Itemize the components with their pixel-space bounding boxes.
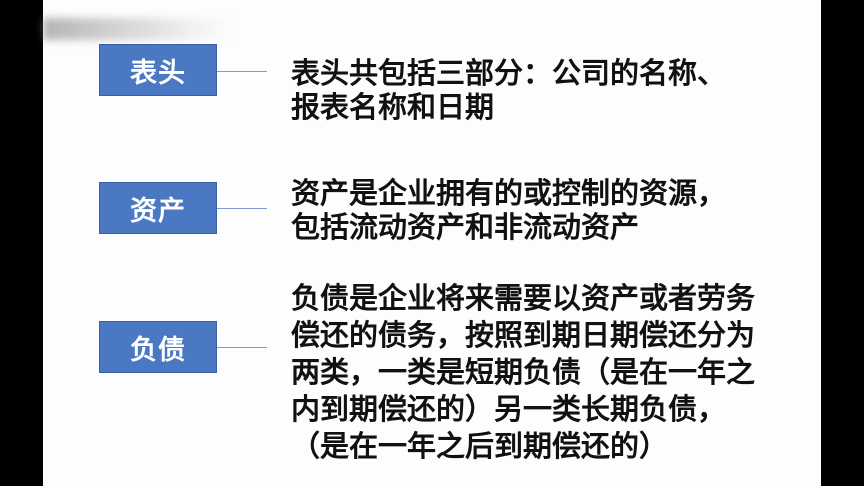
description-header: 表头共包括三部分：公司的名称、 报表名称和日期	[291, 56, 726, 124]
connector-line	[217, 208, 267, 209]
text-line: （是在一年之后到期偿还的）	[291, 429, 669, 463]
text-line: 两类，一类是短期负债（是在一年之	[291, 355, 756, 389]
description-liabilities: 负债是企业将来需要以资产或者劳务 偿还的债务，按照到期日期偿还分为 两类，一类是…	[291, 280, 755, 465]
text-line: 偿还的债务，按照到期日期偿还分为	[291, 318, 756, 352]
description-assets: 资产是企业拥有的或控制的资源， 包括流动资产和非流动资产	[291, 176, 726, 244]
text-line: 表头共包括三部分：公司的名称、	[291, 56, 727, 90]
connector-line	[217, 347, 267, 348]
blurred-header-artifact	[43, 18, 233, 40]
text-line: 资产是企业拥有的或控制的资源，	[291, 176, 727, 210]
text-line: 内到期偿还的）另一类长期负债，	[291, 392, 727, 426]
label-box-liabilities: 负债	[99, 321, 217, 373]
slide: 表头 表头共包括三部分：公司的名称、 报表名称和日期 资产 资产是企业拥有的或控…	[43, 0, 821, 486]
text-line: 包括流动资产和非流动资产	[291, 210, 640, 244]
label-box-header: 表头	[99, 44, 217, 96]
text-line: 负债是企业将来需要以资产或者劳务	[291, 281, 756, 315]
label-box-assets: 资产	[99, 182, 217, 234]
text-line: 报表名称和日期	[291, 90, 495, 124]
connector-line	[217, 71, 267, 72]
